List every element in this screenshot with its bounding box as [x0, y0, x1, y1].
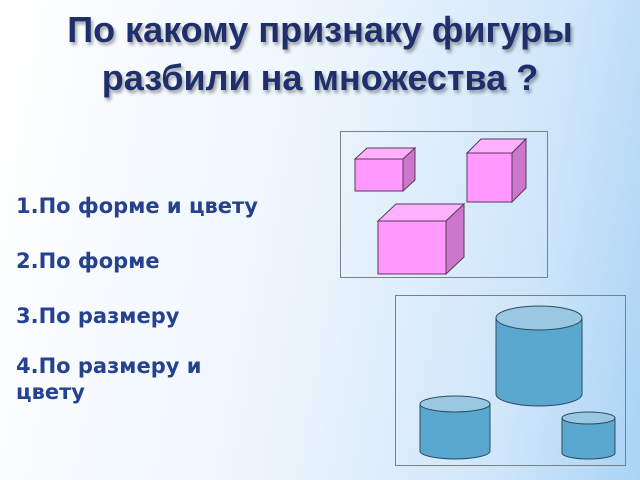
large-cylinder — [495, 305, 583, 407]
large-cube — [376, 202, 466, 276]
answer-option-1[interactable]: 1.По форме и цвету — [16, 194, 258, 218]
small-cylinder — [561, 411, 616, 460]
cubes — [353, 137, 528, 276]
answer-option-2[interactable]: 2.По форме — [16, 249, 160, 273]
slide-title-line-1: По какому признаку фигуры — [67, 9, 573, 50]
slide-title: По какому признаку фигуры разбили на мно… — [0, 6, 640, 102]
medium-cylinder — [419, 395, 491, 460]
cubes-frame — [340, 131, 548, 278]
answer-option-3[interactable]: 3.По размеру — [16, 304, 180, 328]
medium-cube — [465, 137, 528, 204]
cylinders-frame — [395, 295, 626, 466]
cylinders — [419, 305, 616, 460]
answer-option-4[interactable]: 4.По размеру и цвету — [16, 354, 202, 404]
small-cube — [353, 146, 417, 193]
slide-title-line-2: разбили на множества ? — [101, 57, 539, 98]
answer-options: 1.По форме и цвету 2.По форме 3.По разме… — [16, 193, 316, 405]
